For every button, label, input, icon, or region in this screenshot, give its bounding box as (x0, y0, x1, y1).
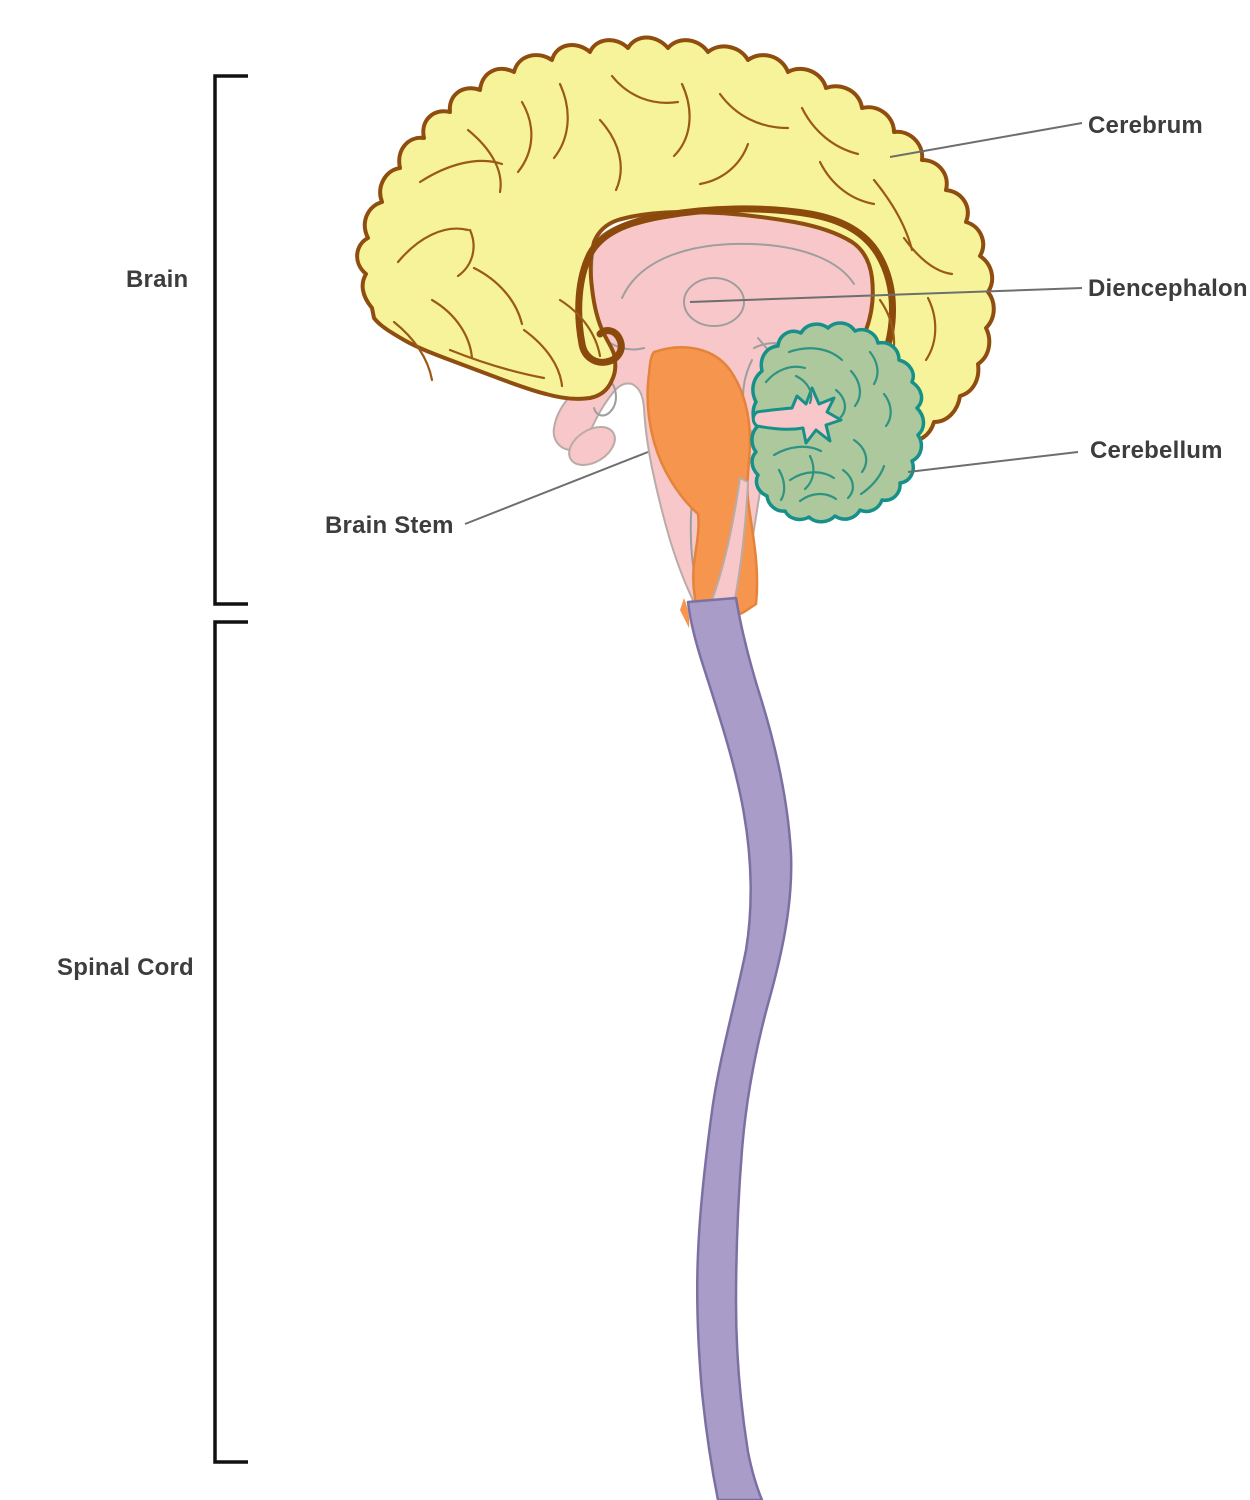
leader-line-brain-stem (464, 451, 649, 525)
label-cerebellum: Cerebellum (1090, 437, 1223, 464)
label-diencephalon: Diencephalon (1088, 275, 1248, 302)
brain-bracket (213, 74, 248, 606)
label-brain-stem: Brain Stem (325, 512, 454, 539)
brainstem-junction-tab (680, 598, 690, 628)
cerebrum-shape (355, 35, 996, 447)
spinal-cord-bracket (213, 620, 248, 1464)
leader-line-cerebrum (889, 122, 1083, 158)
label-cerebrum: Cerebrum (1088, 112, 1203, 139)
label-spinal-cord: Spinal Cord (57, 954, 194, 981)
cerebellum-star (751, 386, 843, 445)
brainstem-shape (646, 346, 759, 620)
leader-line-diencephalon (689, 287, 1083, 303)
spinal-cord-shape (680, 596, 793, 1500)
leader-line-cerebellum (907, 451, 1079, 473)
brackets (213, 74, 248, 1464)
cerebellum-shape (750, 321, 926, 524)
corpus-callosum-hook (578, 327, 625, 366)
cerebellum-detail-lines (764, 347, 892, 503)
leader-lines (464, 122, 1083, 525)
gyri-lines (392, 74, 954, 426)
corpus-callosum-line (575, 205, 896, 376)
label-brain: Brain (126, 266, 189, 293)
pituitary-shape (568, 426, 616, 466)
